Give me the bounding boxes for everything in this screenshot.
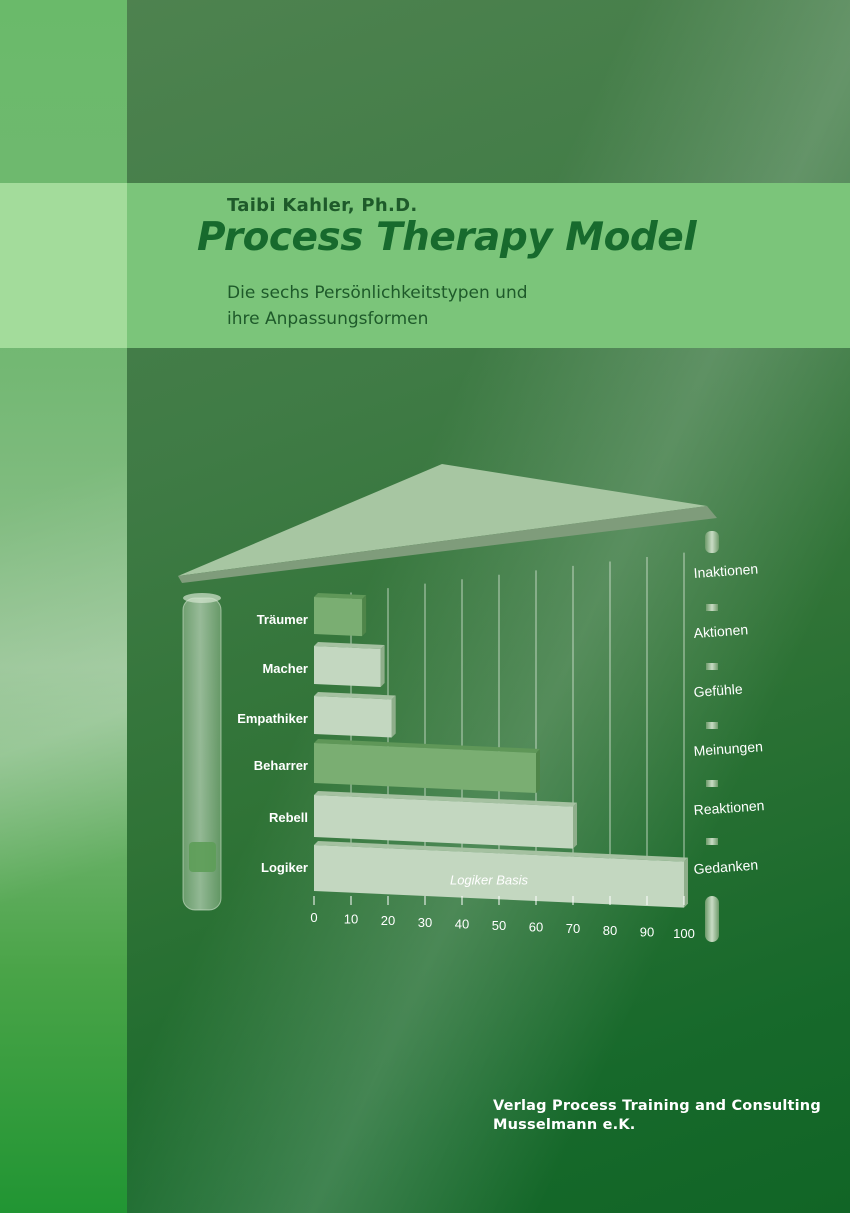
right-label: Gefühle bbox=[693, 681, 743, 700]
roof-edge bbox=[178, 506, 717, 583]
author-name: Taibi Kahler, Ph.D. bbox=[227, 195, 418, 216]
x-tick-label: 100 bbox=[673, 926, 695, 941]
category-label: Empathiker bbox=[237, 711, 308, 726]
x-tick-label: 80 bbox=[603, 923, 617, 938]
bar-beharrer bbox=[314, 739, 540, 793]
right-label: Gedanken bbox=[693, 857, 759, 877]
tube-marker bbox=[189, 842, 216, 872]
bar-macher bbox=[314, 642, 385, 687]
subtitle-line-1: Die sechs Persönlichkeitstypen und bbox=[227, 283, 528, 303]
x-tick-label: 0 bbox=[310, 910, 317, 925]
right-label: Reaktionen bbox=[693, 797, 765, 818]
bar-rebell bbox=[314, 791, 577, 849]
x-tick-label: 70 bbox=[566, 921, 580, 936]
x-tick-label: 10 bbox=[344, 912, 358, 927]
x-tick-label: 90 bbox=[640, 924, 654, 939]
title-band bbox=[0, 183, 850, 348]
bar-annotation: Logiker Basis bbox=[450, 872, 529, 887]
category-label: Beharrer bbox=[254, 758, 308, 773]
bar-logiker bbox=[314, 841, 688, 908]
left-tube bbox=[182, 593, 222, 911]
roof-top bbox=[178, 464, 707, 576]
category-label: Logiker bbox=[261, 860, 308, 875]
title-band-left-block bbox=[0, 183, 127, 348]
bar-empathiker bbox=[314, 692, 396, 738]
category-label: Rebell bbox=[269, 810, 308, 825]
x-tick-labels: 0 10 20 30 40 50 60 70 80 90 100 bbox=[310, 896, 695, 941]
right-label: Aktionen bbox=[693, 621, 748, 641]
x-tick-label: 40 bbox=[455, 916, 469, 931]
subtitle-line-2: ihre Anpassungsformen bbox=[227, 309, 429, 329]
book-title: Process Therapy Model bbox=[197, 215, 697, 260]
chart-bars: Logiker Basis bbox=[314, 593, 688, 908]
category-labels: TräumerMacherEmpathikerBeharrerRebellLog… bbox=[237, 612, 308, 875]
right-pillar bbox=[705, 531, 719, 942]
category-label: Macher bbox=[262, 661, 308, 676]
right-side-labels: InaktionenAktionenGefühleMeinungenReakti… bbox=[693, 561, 765, 877]
publisher-line-2: Musselmann e.K. bbox=[493, 1117, 636, 1133]
right-label: Inaktionen bbox=[693, 561, 759, 581]
bar-träumer bbox=[314, 593, 367, 637]
x-tick-label: 60 bbox=[529, 920, 543, 935]
x-tick-label: 30 bbox=[418, 915, 432, 930]
x-tick-label: 50 bbox=[492, 918, 506, 933]
category-label: Träumer bbox=[257, 612, 308, 627]
publisher-line-1: Verlag Process Training and Consulting bbox=[493, 1098, 821, 1114]
right-label: Meinungen bbox=[693, 738, 763, 759]
x-tick-label: 20 bbox=[381, 913, 395, 928]
